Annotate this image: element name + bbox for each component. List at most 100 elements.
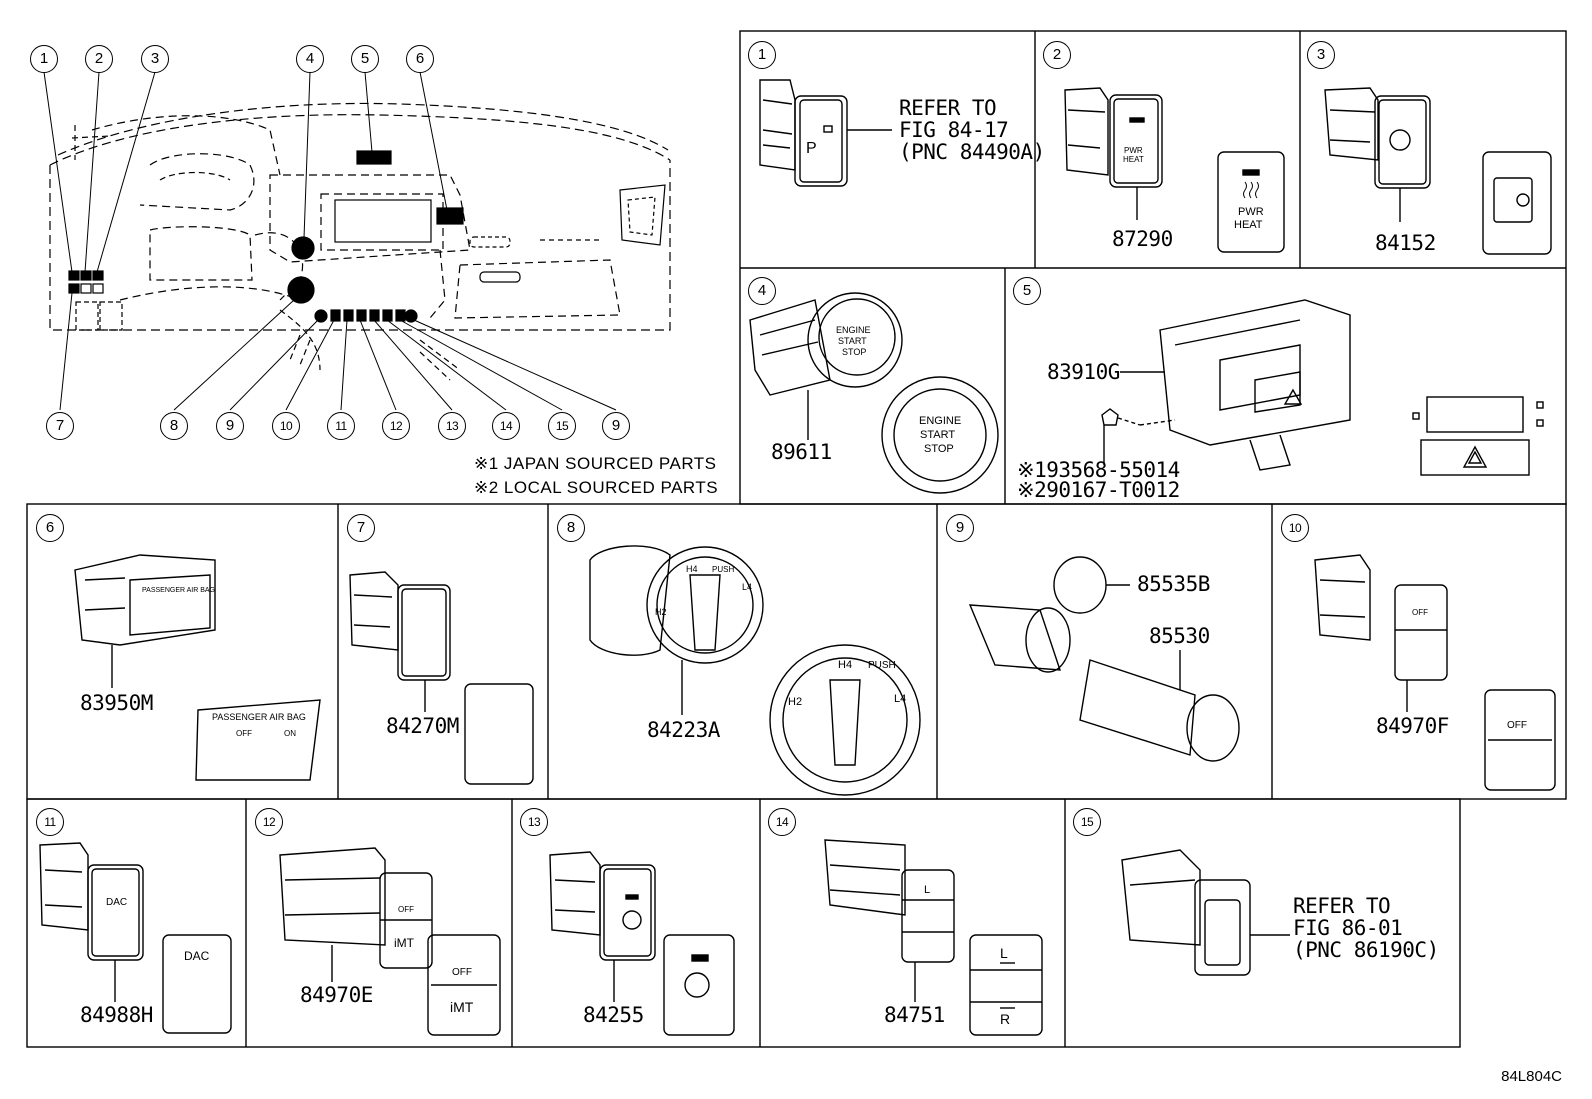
- switch-7-illustration: [349, 571, 534, 785]
- switch-15-illustration: [1121, 849, 1290, 976]
- japan-sourced-note: ※1 JAPAN SOURCED PARTS: [474, 454, 717, 473]
- part-number-85535b[interactable]: 85535B: [1137, 572, 1210, 596]
- push-text-small: PUSH: [712, 565, 734, 574]
- heat-text: HEAT: [1234, 219, 1263, 231]
- panel-13-index[interactable]: 13: [520, 808, 548, 836]
- start-text: START: [920, 429, 955, 441]
- overview-callout-15[interactable]: 15: [548, 412, 576, 440]
- switch-3-illustration: [1324, 87, 1552, 255]
- overview-callout-2[interactable]: 2: [85, 45, 113, 73]
- panel-3-index[interactable]: 3: [1307, 41, 1335, 69]
- h4-text-small: H4: [686, 564, 698, 574]
- switch-12-illustration: [279, 847, 501, 1036]
- engine-text-small: ENGINE: [836, 325, 871, 335]
- panel-12-index[interactable]: 12: [255, 808, 283, 836]
- panel-9-index[interactable]: 9: [946, 514, 974, 542]
- panel-7-index[interactable]: 7: [347, 514, 375, 542]
- pwr-text: PWR: [1238, 206, 1264, 218]
- panel-2-index[interactable]: 2: [1043, 41, 1071, 69]
- part-number-83910g[interactable]: 83910G: [1047, 360, 1120, 384]
- stop-text-small: STOP: [842, 347, 866, 357]
- pwr-text-small: PWR: [1124, 146, 1143, 155]
- overview-callout-9[interactable]: 9: [216, 412, 244, 440]
- switch-glyph-texts: P PWR HEAT PWR HEAT ENGINE START STOP EN…: [106, 140, 1527, 1027]
- switch-13-illustration: [549, 851, 735, 1036]
- diagram-code: 84L804C: [1501, 1068, 1562, 1085]
- panel-15-refer-to: REFER TO: [1293, 894, 1391, 918]
- part-number-87290[interactable]: 87290: [1112, 227, 1173, 251]
- overview-callout-5[interactable]: 5: [351, 45, 379, 73]
- l4-text: L4: [894, 693, 906, 705]
- dac-text-small: DAC: [106, 897, 127, 908]
- overview-callout-11[interactable]: 11: [327, 412, 355, 440]
- panel-15-index[interactable]: 15: [1073, 808, 1101, 836]
- stop-text: STOP: [924, 443, 954, 455]
- part-number-84270m[interactable]: 84270M: [386, 714, 459, 738]
- a-off-text: OFF: [452, 967, 472, 978]
- part-number-84988h[interactable]: 84988H: [80, 1003, 153, 1027]
- dac-text: DAC: [184, 949, 210, 963]
- overview-callout-9[interactable]: 9: [602, 412, 630, 440]
- h2-text: H2: [788, 696, 802, 708]
- airbag-on-text: ON: [284, 729, 296, 738]
- panel-1-index[interactable]: 1: [748, 41, 776, 69]
- switch-10-illustration: [1314, 554, 1556, 791]
- part-number-84970f[interactable]: 84970F: [1376, 714, 1449, 738]
- dashboard-outline: [49, 102, 671, 381]
- panel-10-index[interactable]: 10: [1281, 514, 1309, 542]
- panel-11-index[interactable]: 11: [36, 808, 64, 836]
- local-sourced-note: ※2 LOCAL SOURCED PARTS: [474, 478, 719, 497]
- panel-5-index[interactable]: 5: [1013, 277, 1041, 305]
- overview-leaders: [43, 71, 617, 411]
- panel-grid: [26, 30, 1567, 1048]
- imt-text: iMT: [450, 999, 474, 1015]
- trc-off-text-small: OFF: [1412, 608, 1428, 617]
- panel-1-fig-ref: FIG 84-17: [899, 118, 1009, 142]
- part-number-84223a[interactable]: 84223A: [647, 718, 720, 742]
- passenger-airbag-text: PASSENGER AIR BAG: [212, 712, 306, 722]
- seat-l-text-small: L: [924, 884, 930, 896]
- part-number-89611[interactable]: 89611: [771, 440, 832, 464]
- overview-callout-7[interactable]: 7: [46, 412, 74, 440]
- seat-l-text: L: [1000, 945, 1008, 961]
- overview-callout-4[interactable]: 4: [296, 45, 324, 73]
- overview-callout-3[interactable]: 3: [141, 45, 169, 73]
- part-number-90167-t0012[interactable]: ※290167-T0012: [1017, 478, 1180, 502]
- part-number-93568-55014[interactable]: ※193568-55014: [1017, 458, 1180, 482]
- trc-off-text: OFF: [1507, 720, 1527, 731]
- panel-15-pnc-ref[interactable]: (PNC 86190C): [1293, 938, 1439, 962]
- panel-4-index[interactable]: 4: [748, 277, 776, 305]
- overview-callout-12[interactable]: 12: [382, 412, 410, 440]
- imt-text-small: iMT: [394, 936, 415, 950]
- part-number-83950m[interactable]: 83950M: [80, 691, 153, 715]
- overview-callout-6[interactable]: 6: [406, 45, 434, 73]
- panel-6-index[interactable]: 6: [36, 514, 64, 542]
- part-number-84970e[interactable]: 84970E: [300, 983, 373, 1007]
- panel-1-pnc-ref[interactable]: (PNC 84490A): [899, 140, 1045, 164]
- heat-text-small: HEAT: [1123, 155, 1144, 164]
- part-number-84152[interactable]: 84152: [1375, 231, 1436, 255]
- panel-14-index[interactable]: 14: [768, 808, 796, 836]
- overview-callout-8[interactable]: 8: [160, 412, 188, 440]
- overview-callout-1[interactable]: 1: [30, 45, 58, 73]
- overview-callout-14[interactable]: 14: [492, 412, 520, 440]
- switch-8-illustration: [589, 545, 921, 796]
- panel-15-fig-ref: FIG 86-01: [1293, 916, 1403, 940]
- switch-9-illustration: [968, 556, 1240, 762]
- part-number-84255[interactable]: 84255: [583, 1003, 644, 1027]
- h2-text-small: H2: [655, 607, 667, 617]
- panel-8-index[interactable]: 8: [557, 514, 585, 542]
- push-text: PUSH: [868, 660, 896, 671]
- part-number-85530[interactable]: 85530: [1149, 624, 1210, 648]
- switch-4-illustration: [749, 292, 999, 494]
- airbag-off-text: OFF: [236, 729, 252, 738]
- engine-text: ENGINE: [919, 415, 961, 427]
- switch-2-illustration: [1064, 87, 1285, 253]
- overview-callout-13[interactable]: 13: [438, 412, 466, 440]
- switch-5-illustration: [1101, 299, 1544, 476]
- part-number-84751[interactable]: 84751: [884, 1003, 945, 1027]
- park-p-text: P: [806, 140, 817, 157]
- overview-callout-10[interactable]: 10: [272, 412, 300, 440]
- switch-6-illustration: [74, 554, 321, 781]
